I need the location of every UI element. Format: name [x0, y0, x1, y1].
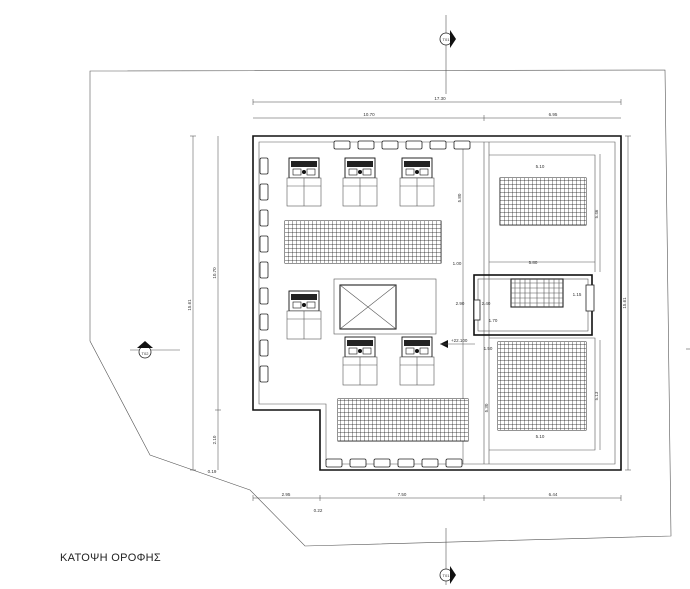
solar-panel-array-3: [499, 177, 587, 226]
dim-left-lower: 2.10: [212, 435, 217, 444]
drawing-title: ΚΑΤΟΨΗ ΟΡΟΦΗΣ: [60, 552, 161, 564]
level-mark: +22.100: [440, 338, 475, 348]
dim-top-total: 17.30: [434, 96, 446, 101]
section-mark-left: Τ02: [130, 341, 180, 359]
dim-bottom-left: 2.95: [282, 492, 291, 497]
solar-panel-array-1: [284, 220, 442, 264]
dim-vert-lower: 5.30: [484, 403, 489, 412]
dim-top-left: 10.70: [363, 112, 375, 117]
dim-vert-upper: 5.80: [457, 193, 462, 202]
top-dimensions: 17.30 10.70 6.95: [252, 96, 622, 121]
dim-bottom-right: 6.44: [549, 492, 558, 497]
right-lower-room: 5.10: [489, 337, 596, 451]
dim-vert-gap: 1.00: [453, 261, 462, 266]
dim-right-total: 15.61: [622, 297, 627, 309]
solar-heater-units: [286, 157, 435, 386]
dim-right-lower: 5.13: [594, 391, 599, 400]
dim-left-outer: 15.61: [187, 299, 192, 311]
roof-vents-left: [259, 157, 269, 383]
dim-lower-panel: 5.10: [536, 434, 545, 439]
central-shaft: [333, 278, 437, 335]
section-mark-top-label: Τ01: [443, 37, 451, 42]
stair-core: 2.90 2.40 1.70 1.15 1.50: [456, 274, 595, 351]
level-mark-label: +22.100: [451, 338, 468, 343]
right-dimensions: 15.61 5.46 5.13: [594, 135, 631, 471]
dim-stair-d: 1.15: [573, 292, 582, 297]
roof-vents-bottom: [325, 458, 463, 468]
dim-stair-e: 1.50: [484, 346, 493, 351]
dim-top-right: 6.95: [549, 112, 558, 117]
dim-upper-panel: 5.10: [536, 164, 545, 169]
dim-left-bottom: 0.19: [208, 469, 217, 474]
dim-stair-a: 2.90: [456, 301, 465, 306]
dim-stair-b: 2.40: [482, 301, 491, 306]
plot-boundary: [89, 69, 672, 547]
dim-bottom-mid: 7.50: [398, 492, 407, 497]
dim-bottom-small: 0.22: [314, 508, 323, 513]
bottom-dimensions: 2.95 7.50 6.44 0.22: [252, 492, 622, 513]
dim-mid-width: 5.80: [529, 260, 538, 265]
section-mark-left-label: Τ02: [142, 351, 150, 356]
dim-left-inner: 10.70: [212, 267, 217, 279]
section-mark-top: Τ01: [439, 15, 456, 94]
dim-stair-c: 1.70: [489, 318, 498, 323]
dim-right-upper: 5.46: [594, 209, 599, 218]
right-upper-room: 5.10 5.80: [489, 154, 596, 272]
roof-outline-outer: [252, 135, 622, 471]
solar-panel-array-2: [337, 398, 469, 442]
section-mark-bottom-label: Τ01: [443, 573, 451, 578]
left-dimensions: 15.61 10.70 2.10 0.19: [187, 135, 221, 474]
section-mark-bottom: Τ01: [439, 528, 456, 585]
solar-panel-array-4: [497, 341, 587, 431]
